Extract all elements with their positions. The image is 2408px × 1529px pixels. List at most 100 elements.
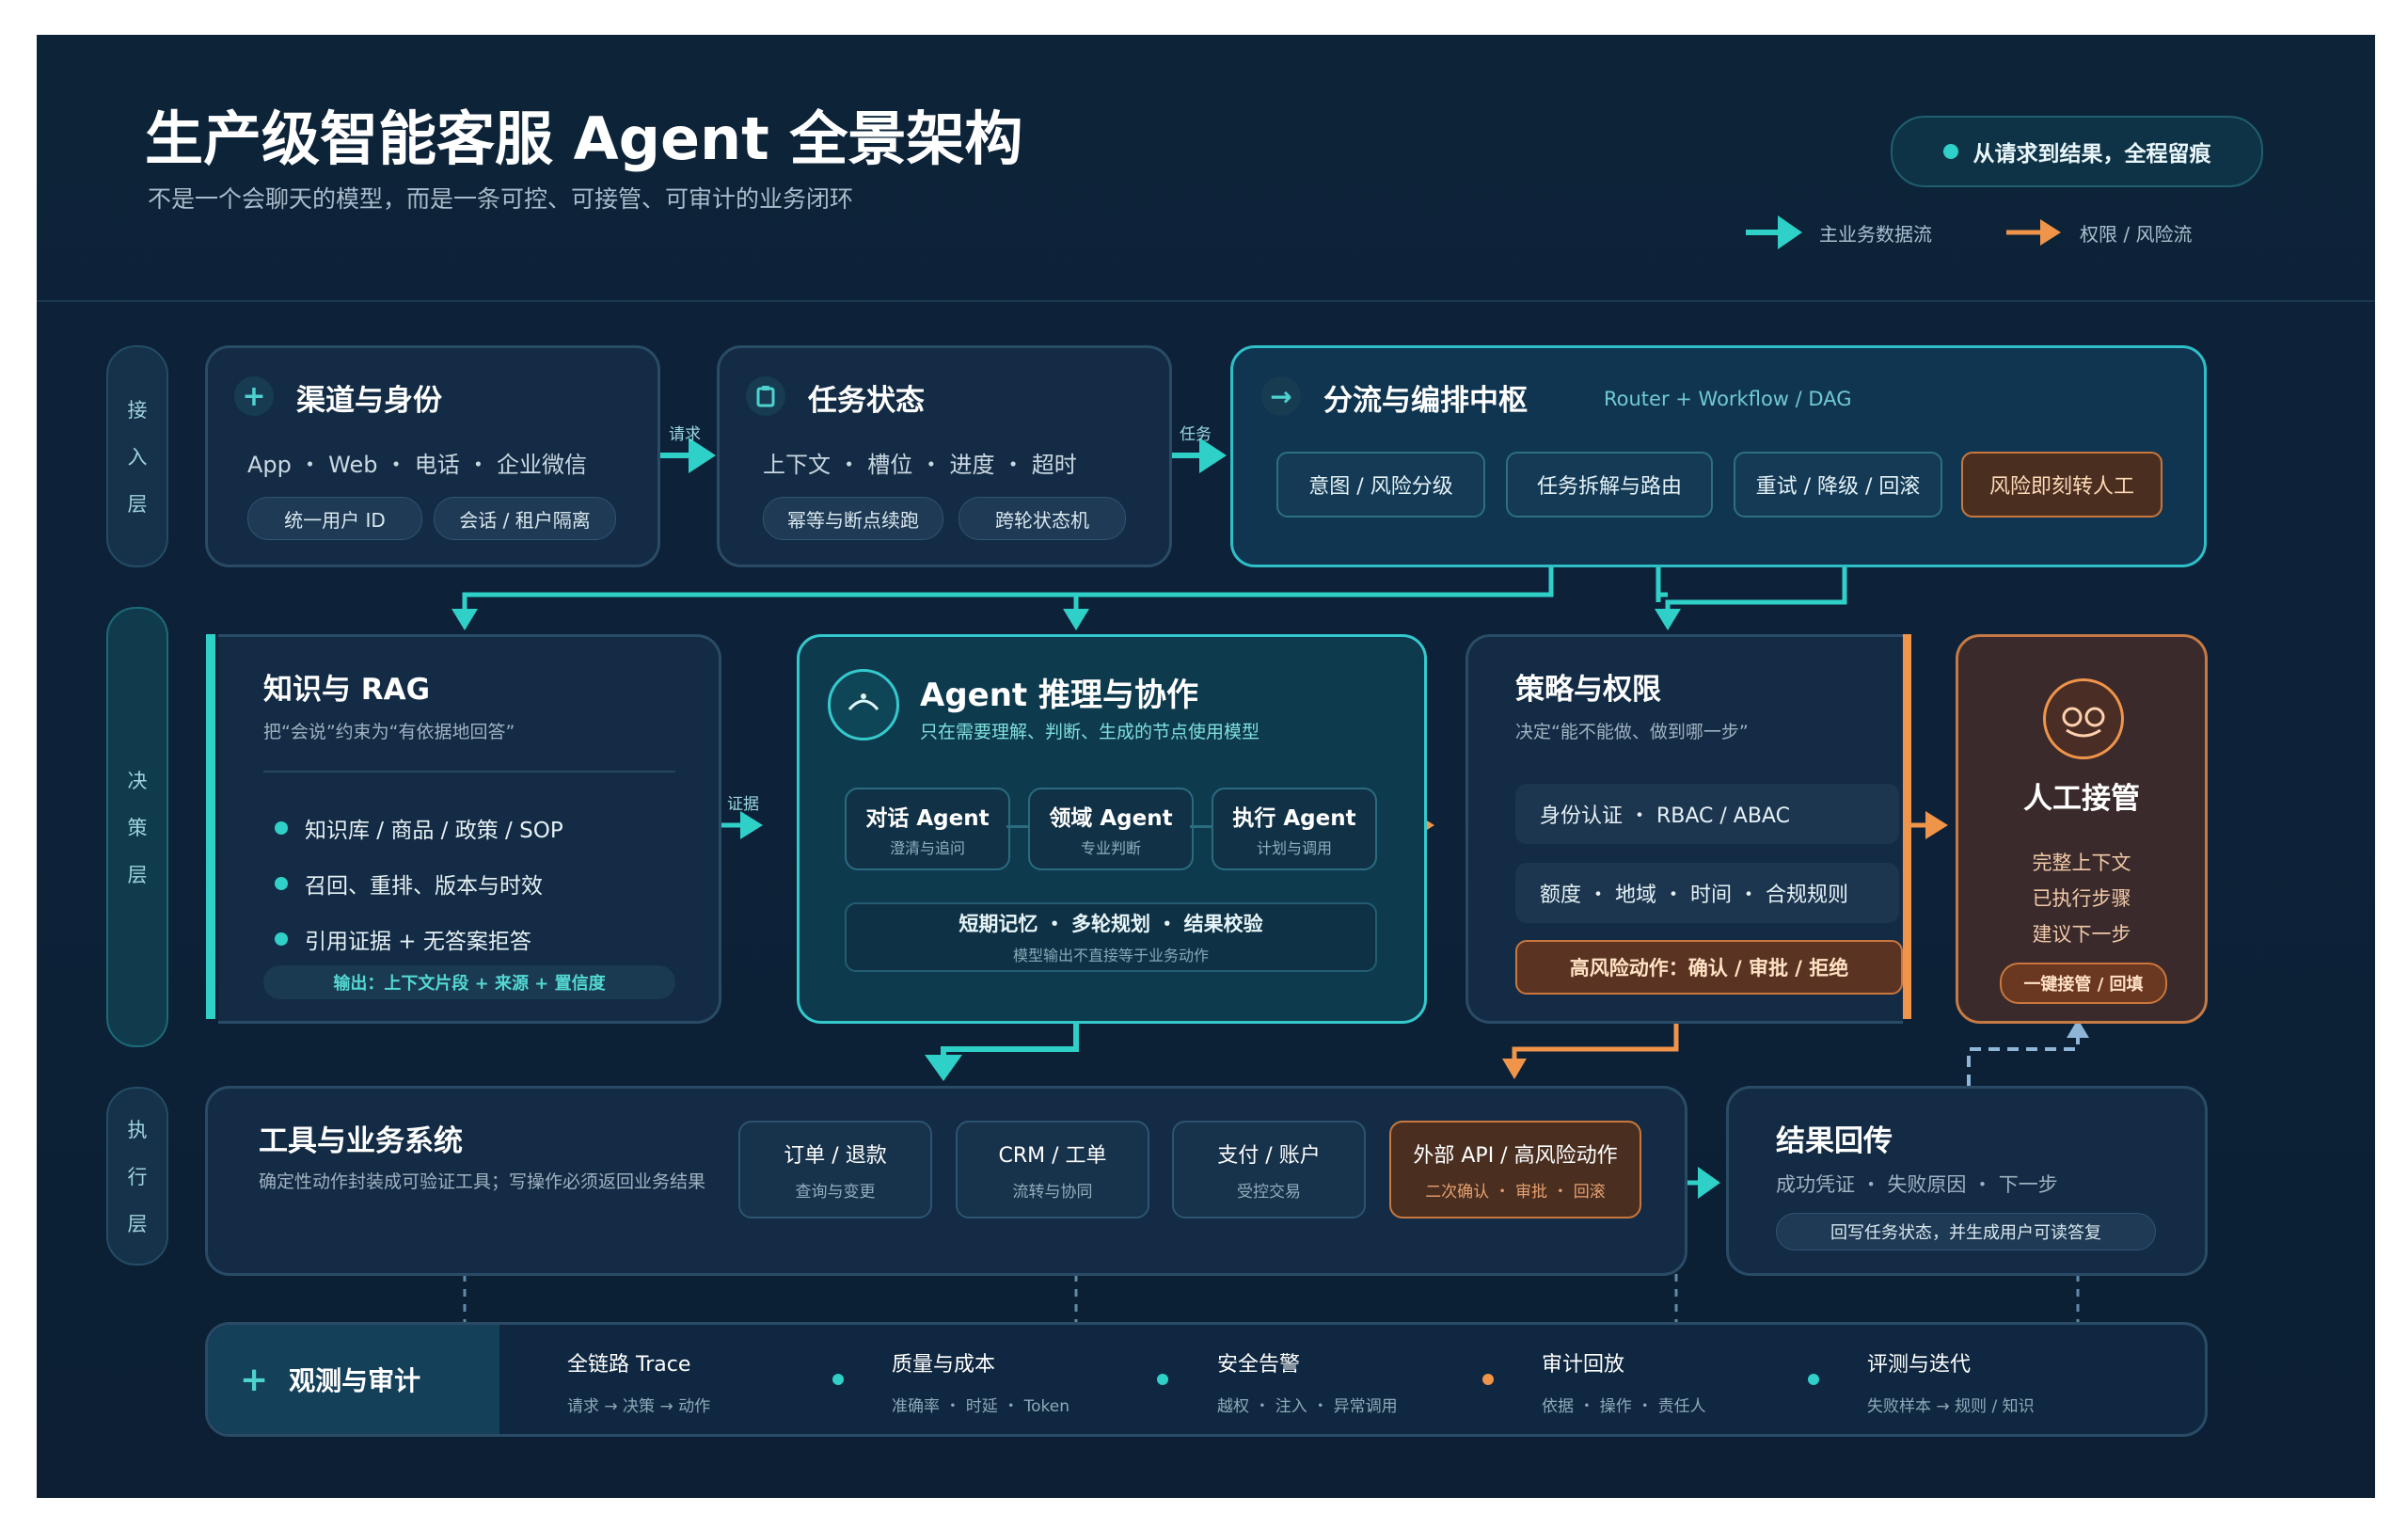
header-divider bbox=[37, 300, 2375, 302]
channel-title: 渠道与身份 bbox=[296, 384, 442, 418]
layer-execution-char: 行 bbox=[127, 1166, 148, 1188]
system-desc: 流转与协同 bbox=[1012, 1182, 1093, 1202]
human-line: 已执行步骤 bbox=[2032, 887, 2131, 910]
human-line: 完整上下文 bbox=[2032, 852, 2131, 874]
trace-badge: 从请求到结果，全程留痕 bbox=[1891, 116, 2263, 187]
result-subtitle: 成功凭证 ・ 失败原因 ・ 下一步 bbox=[1776, 1173, 2058, 1196]
tag-task-routing: 任务拆解与路由 bbox=[1506, 452, 1713, 518]
system-desc: 查询与变更 bbox=[795, 1182, 876, 1202]
layer-decision-char: 决 bbox=[127, 770, 148, 792]
separator-dot-icon bbox=[832, 1374, 844, 1385]
result-panel: 结果回传 成功凭证 ・ 失败原因 ・ 下一步 回写任务状态，并生成用户可读答复 bbox=[1726, 1086, 2208, 1276]
arrow-right-icon: → bbox=[1261, 376, 1301, 416]
rag-bullet: 引用证据 + 无答案拒答 bbox=[275, 923, 531, 955]
tools-title: 工具与业务系统 bbox=[259, 1124, 463, 1158]
result-title: 结果回传 bbox=[1776, 1124, 1893, 1158]
task-state-items: 上下文 ・ 槽位 ・ 进度 ・ 超时 bbox=[763, 452, 1077, 478]
system-desc: 二次确认 ・ 审批 ・ 回滚 bbox=[1425, 1182, 1606, 1202]
rag-bullet-text: 召回、重排、版本与时效 bbox=[305, 874, 543, 899]
layer-execution-char: 执 bbox=[127, 1119, 148, 1141]
layer-access: 接 入 层 bbox=[106, 345, 168, 567]
observe-item-desc: 失败样本 → 规则 / 知识 bbox=[1867, 1397, 2035, 1416]
agent-link bbox=[1190, 825, 1212, 828]
policy-subtitle: 决定“能不能做、做到哪一步” bbox=[1515, 722, 1749, 742]
human-panel: 人工接管 完整上下文 已执行步骤 建议下一步 一键接管 / 回填 bbox=[1956, 634, 2208, 1024]
system-name: 订单 / 退款 bbox=[784, 1143, 887, 1168]
chip-tenant-isolation: 会话 / 租户隔离 bbox=[434, 497, 616, 540]
task-state-panel: 任务状态 上下文 ・ 槽位 ・ 进度 ・ 超时 幂等与断点续跑 跨轮状态机 bbox=[717, 345, 1172, 567]
legend-risk-flow-label: 权限 / 风险流 bbox=[2080, 222, 2193, 246]
observe-item-trace: 全链路 Trace 请求 → 决策 → 动作 bbox=[567, 1347, 710, 1416]
system-payment: 支付 / 账户 受控交易 bbox=[1172, 1121, 1366, 1218]
router-subtitle: Router + Workflow / DAG bbox=[1604, 388, 1852, 410]
rag-divider bbox=[263, 771, 675, 772]
agent-desc: 专业判断 bbox=[1080, 839, 1141, 857]
result-bar: 回写任务状态，并生成用户可读答复 bbox=[1776, 1213, 2156, 1250]
observe-item-desc: 请求 → 决策 → 动作 bbox=[567, 1397, 711, 1416]
flow-label-evidence: 证据 bbox=[727, 795, 759, 814]
observe-item-audit: 审计回放 依据 ・ 操作 ・ 责任人 bbox=[1542, 1347, 1706, 1416]
task-state-title: 任务状态 bbox=[808, 384, 925, 418]
observe-item-title: 审计回放 bbox=[1542, 1353, 1625, 1377]
bullet-dot-icon bbox=[275, 877, 288, 890]
router-title: 分流与编排中枢 bbox=[1323, 384, 1528, 418]
layer-decision-char: 策 bbox=[127, 817, 148, 839]
bullet-dot-icon bbox=[275, 932, 288, 946]
observe-title: 观测与审计 bbox=[289, 1365, 421, 1396]
bullet-dot-icon bbox=[275, 821, 288, 835]
legend-main-flow-label: 主业务数据流 bbox=[1819, 222, 1932, 246]
system-name: 支付 / 账户 bbox=[1217, 1143, 1321, 1168]
observe-item-title: 质量与成本 bbox=[892, 1353, 996, 1377]
observe-item-quality: 质量与成本 准确率 ・ 时延 ・ Token bbox=[892, 1347, 1069, 1416]
rag-title: 知识与 RAG bbox=[263, 673, 431, 707]
orange-arrow-icon bbox=[2006, 219, 2061, 246]
tools-panel: 工具与业务系统 确定性动作封装成可验证工具；写操作必须返回业务结果 订单 / 退… bbox=[205, 1086, 1687, 1276]
legend-risk-flow: 权限 / 风险流 bbox=[2004, 214, 2192, 251]
human-line: 建议下一步 bbox=[2032, 923, 2131, 946]
tag-retry-rollback: 重试 / 降级 / 回滚 bbox=[1734, 452, 1942, 518]
rag-bullet: 知识库 / 商品 / 政策 / SOP bbox=[275, 812, 563, 844]
page-subtitle: 不是一个会聊天的模型，而是一条可控、可接管、可审计的业务闭环 bbox=[148, 185, 854, 213]
policy-rules-row: 额度 ・ 地域 ・ 时间 ・ 合规规则 bbox=[1515, 863, 1899, 923]
observe-item-desc: 准确率 ・ 时延 ・ Token bbox=[892, 1397, 1069, 1416]
clipboard-icon bbox=[746, 376, 785, 416]
observe-item-title: 评测与迭代 bbox=[1867, 1353, 1972, 1377]
agent-memory-note: 模型输出不直接等于业务动作 bbox=[1012, 947, 1209, 964]
system-name: CRM / 工单 bbox=[998, 1143, 1107, 1168]
rag-bullet-text: 知识库 / 商品 / 政策 / SOP bbox=[305, 819, 563, 843]
layer-execution-char: 层 bbox=[127, 1213, 148, 1235]
agent-dialogue-box: 对话 Agent 澄清与追问 bbox=[845, 788, 1010, 870]
system-desc: 受控交易 bbox=[1237, 1182, 1301, 1202]
system-crm: CRM / 工单 流转与协同 bbox=[956, 1121, 1149, 1218]
agent-memory: 短期记忆 ・ 多轮规划 ・ 结果校验 bbox=[958, 913, 1263, 935]
rag-panel: 知识与 RAG 把“会说”约束为“有依据地回答” 知识库 / 商品 / 政策 /… bbox=[218, 634, 721, 1024]
chip-state-machine: 跨轮状态机 bbox=[958, 497, 1126, 540]
flow-label-request: 请求 bbox=[669, 425, 701, 444]
chip-unified-id: 统一用户 ID bbox=[247, 497, 422, 540]
observe-item-desc: 越权 ・ 注入 ・ 异常调用 bbox=[1217, 1397, 1398, 1416]
observe-item-eval: 评测与迭代 失败样本 → 规则 / 知识 bbox=[1867, 1347, 2035, 1416]
observe-panel: + 观测与审计 全链路 Trace 请求 → 决策 → 动作 质量与成本 准确率… bbox=[205, 1322, 2208, 1437]
observe-item-title: 全链路 Trace bbox=[567, 1353, 691, 1377]
layer-access-char: 入 bbox=[127, 446, 148, 469]
layer-access-char: 层 bbox=[127, 493, 148, 516]
rag-subtitle: 把“会说”约束为“有依据地回答” bbox=[263, 722, 515, 742]
badge-label: 从请求到结果，全程留痕 bbox=[1972, 142, 2211, 167]
separator-dot-icon bbox=[1482, 1374, 1494, 1385]
policy-panel: 策略与权限 决定“能不能做、做到哪一步” 身份认证 ・ RBAC / ABAC … bbox=[1465, 634, 1903, 1024]
teal-arrow-icon bbox=[1746, 215, 1802, 249]
agent-memory-box: 短期记忆 ・ 多轮规划 ・ 结果校验 模型输出不直接等于业务动作 bbox=[845, 902, 1377, 972]
tools-subtitle: 确定性动作封装成可验证工具；写操作必须返回业务结果 bbox=[259, 1171, 706, 1192]
agent-name: 执行 Agent bbox=[1232, 806, 1356, 831]
system-external-api: 外部 API / 高风险动作 二次确认 ・ 审批 ・ 回滚 bbox=[1389, 1121, 1641, 1218]
takeover-button[interactable]: 一键接管 / 回填 bbox=[2000, 963, 2167, 1004]
agent-name: 对话 Agent bbox=[865, 806, 990, 831]
agent-subtitle: 只在需要理解、判断、生成的节点使用模型 bbox=[920, 722, 1260, 742]
flow-label-task: 任务 bbox=[1180, 425, 1212, 444]
rag-bullet: 召回、重排、版本与时效 bbox=[275, 868, 543, 900]
agent-smile-icon bbox=[828, 669, 899, 741]
rag-bullet-text: 引用证据 + 无答案拒答 bbox=[305, 930, 531, 954]
layer-access-char: 接 bbox=[127, 399, 148, 422]
tag-intent-risk: 意图 / 风险分级 bbox=[1276, 452, 1485, 518]
agent-name: 领域 Agent bbox=[1049, 806, 1173, 831]
